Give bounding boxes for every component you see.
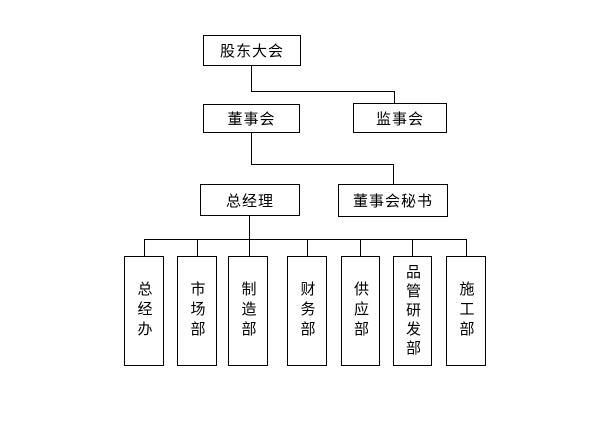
connector-shareholders-supervisory-horizontal: [251, 91, 395, 92]
connector-supervisory-drop: [394, 91, 395, 103]
node-dept-construction: 施工部: [446, 256, 486, 366]
connector-gm-down: [249, 216, 250, 239]
connector-drop-construction: [466, 239, 467, 256]
node-dept-finance: 财务部: [287, 256, 327, 366]
node-dept-supply: 供应部: [341, 256, 380, 366]
connector-board-down: [251, 133, 252, 164]
connector-shareholders-down: [251, 66, 252, 91]
node-dept-manufacturing: 制造部: [228, 256, 268, 366]
connector-drop-supply: [360, 239, 361, 256]
node-dept-quality-rd: 品管研发部: [393, 256, 432, 366]
node-supervisory-board: 监事会: [353, 103, 447, 133]
node-board-of-directors: 董事会: [203, 104, 300, 133]
node-board-secretary: 董事会秘书: [338, 184, 448, 217]
connector-drop-finance: [307, 239, 308, 256]
connector-drop-quality-rd: [412, 239, 413, 256]
connector-departments-rail: [144, 239, 467, 240]
connector-secretary-drop: [393, 164, 394, 184]
connector-drop-marketing: [197, 239, 198, 256]
connector-drop-manufacturing: [249, 239, 250, 256]
connector-drop-general-office: [144, 239, 145, 256]
node-general-manager: 总经理: [200, 184, 300, 216]
node-dept-general-office: 总经办: [124, 256, 164, 366]
connector-board-secretary-horizontal: [251, 164, 394, 165]
node-shareholders-meeting: 股东大会: [203, 35, 301, 66]
node-dept-marketing: 市场部: [177, 256, 217, 366]
